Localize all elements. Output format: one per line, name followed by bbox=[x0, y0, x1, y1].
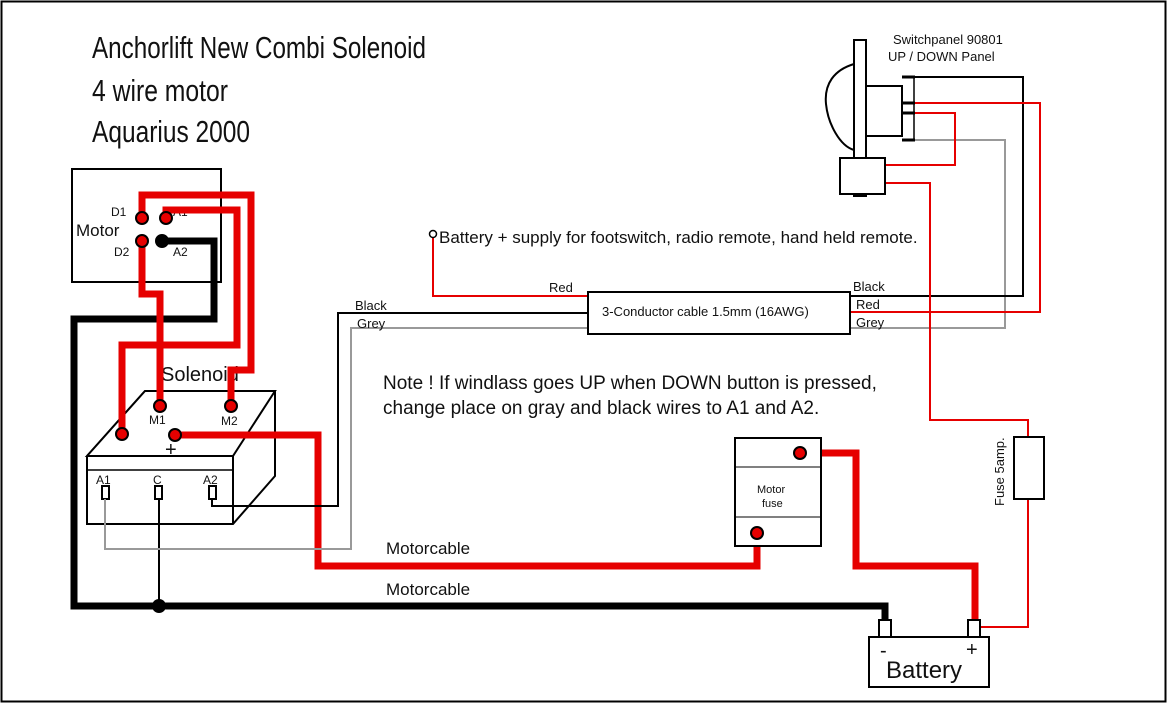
motor-terminal-a2-label: A2 bbox=[173, 245, 188, 259]
switchpanel-label-1: Switchpanel 90801 bbox=[893, 32, 1003, 47]
fuse-5amp-label: Fuse 5amp. bbox=[992, 437, 1007, 506]
solenoid-plus-label: + bbox=[165, 439, 177, 461]
motor-label: Motor bbox=[76, 221, 120, 240]
motor-a2-terminal bbox=[155, 234, 169, 248]
solenoid-label: Solenoid bbox=[161, 364, 239, 386]
motor-fuse-box bbox=[734, 437, 822, 547]
motor-fuse-top-terminal bbox=[793, 446, 807, 460]
fuse-5amp-box bbox=[1013, 436, 1045, 500]
cable-left-red-label: Red bbox=[549, 280, 573, 295]
cable-left-black-label: Black bbox=[355, 298, 387, 313]
motor-fuse-label-1: Motor bbox=[757, 484, 785, 496]
supply-terminal bbox=[428, 229, 438, 239]
motor-terminal-d1-label: D1 bbox=[111, 205, 127, 219]
motorcable-lower-label: Motorcable bbox=[386, 580, 470, 599]
solenoid-a1-label: A1 bbox=[96, 473, 111, 487]
solenoid-a2-label: A2 bbox=[203, 473, 218, 487]
battery-minus-label: - bbox=[880, 640, 887, 662]
cable-label: 3-Conductor cable 1.5mm (16AWG) bbox=[602, 304, 809, 319]
cable-right-black-label: Black bbox=[853, 279, 885, 294]
motor-fuse-label-2: fuse bbox=[762, 498, 783, 510]
solenoid-m1-label: M1 bbox=[149, 413, 166, 427]
motor-box bbox=[71, 168, 222, 283]
note-line-1: Note ! If windlass goes UP when DOWN but… bbox=[383, 373, 877, 394]
ground-junction-node bbox=[152, 599, 166, 613]
note-line-2: change place on gray and black wires to … bbox=[383, 398, 819, 419]
cable-right-grey-label: Grey bbox=[856, 315, 885, 330]
solenoid-body bbox=[84, 390, 277, 525]
motor-fuse-bottom-terminal bbox=[750, 526, 764, 540]
title-line-2: 4 wire motor bbox=[92, 73, 228, 108]
solenoid-c-label: C bbox=[153, 473, 162, 487]
three-conductor-cable-box bbox=[587, 291, 851, 335]
switchpanel-graphic bbox=[824, 39, 915, 197]
motorcable-upper-label: Motorcable bbox=[386, 539, 470, 558]
battery-plus-label: + bbox=[966, 639, 978, 661]
cable-left-grey-label: Grey bbox=[357, 316, 386, 331]
motor-terminal-d2-label: D2 bbox=[114, 245, 130, 259]
solenoid-m2-label: M2 bbox=[221, 414, 238, 428]
battery-box bbox=[868, 636, 990, 688]
cable-right-red-label: Red bbox=[856, 297, 880, 312]
battery-negative-post bbox=[878, 619, 892, 638]
control-wires bbox=[104, 76, 1041, 628]
battery-label: Battery bbox=[886, 657, 962, 684]
switchpanel-label-2: UP / DOWN Panel bbox=[888, 49, 995, 64]
title-line-3: Aquarius 2000 bbox=[92, 114, 250, 149]
title-line-1: Anchorlift New Combi Solenoid bbox=[92, 30, 426, 65]
battery-positive-post bbox=[967, 619, 981, 638]
supply-note: Battery + supply for footswitch, radio r… bbox=[439, 228, 918, 247]
